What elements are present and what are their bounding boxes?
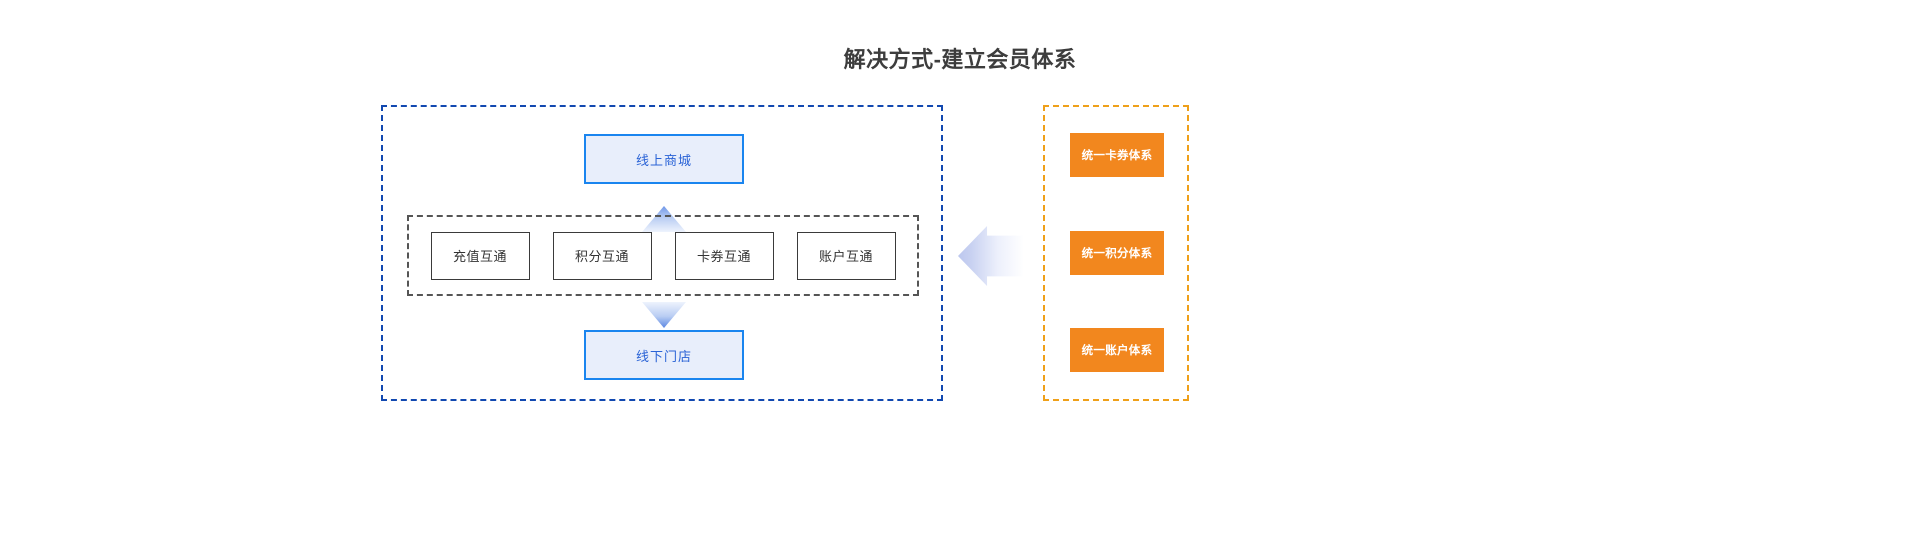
interop-box-account[interactable]: 账户互通 xyxy=(796,231,896,280)
channel-label: 线下门店 xyxy=(635,348,692,364)
interop-box-recharge[interactable]: 充值互通 xyxy=(430,231,530,280)
interop-label: 充值互通 xyxy=(452,249,507,264)
arrow-left-icon xyxy=(958,226,1024,286)
system-label: 统一账户体系 xyxy=(1081,345,1153,357)
interop-group: 充值互通 积分互通 卡券互通 账户互通 xyxy=(407,215,919,296)
system-box-unified-coupon[interactable]: 统一卡券体系 xyxy=(1070,133,1164,177)
interop-box-coupon[interactable]: 卡券互通 xyxy=(674,231,774,280)
system-label: 统一卡券体系 xyxy=(1081,150,1153,162)
channel-box-online-mall[interactable]: 线上商城 xyxy=(584,134,744,184)
interop-label: 积分互通 xyxy=(574,249,629,264)
triangle-down-icon xyxy=(642,302,686,328)
interop-label: 卡券互通 xyxy=(696,249,751,264)
system-box-unified-account[interactable]: 统一账户体系 xyxy=(1070,328,1164,372)
channel-label: 线上商城 xyxy=(635,152,692,168)
unified-systems-panel: 统一卡券体系 统一积分体系 统一账户体系 xyxy=(1043,105,1189,401)
page-title: 解决方式-建立会员体系 xyxy=(843,47,1077,72)
membership-channel-panel: 线上商城 充值互通 积分互通 卡券互通 账户互通 线下门店 xyxy=(381,105,943,401)
interop-box-points[interactable]: 积分互通 xyxy=(552,231,652,280)
interop-row: 充值互通 积分互通 卡券互通 账户互通 xyxy=(409,217,917,294)
system-box-unified-points[interactable]: 统一积分体系 xyxy=(1070,231,1164,275)
channel-box-offline-store[interactable]: 线下门店 xyxy=(584,330,744,380)
system-label: 统一积分体系 xyxy=(1081,248,1153,260)
interop-label: 账户互通 xyxy=(818,249,873,264)
